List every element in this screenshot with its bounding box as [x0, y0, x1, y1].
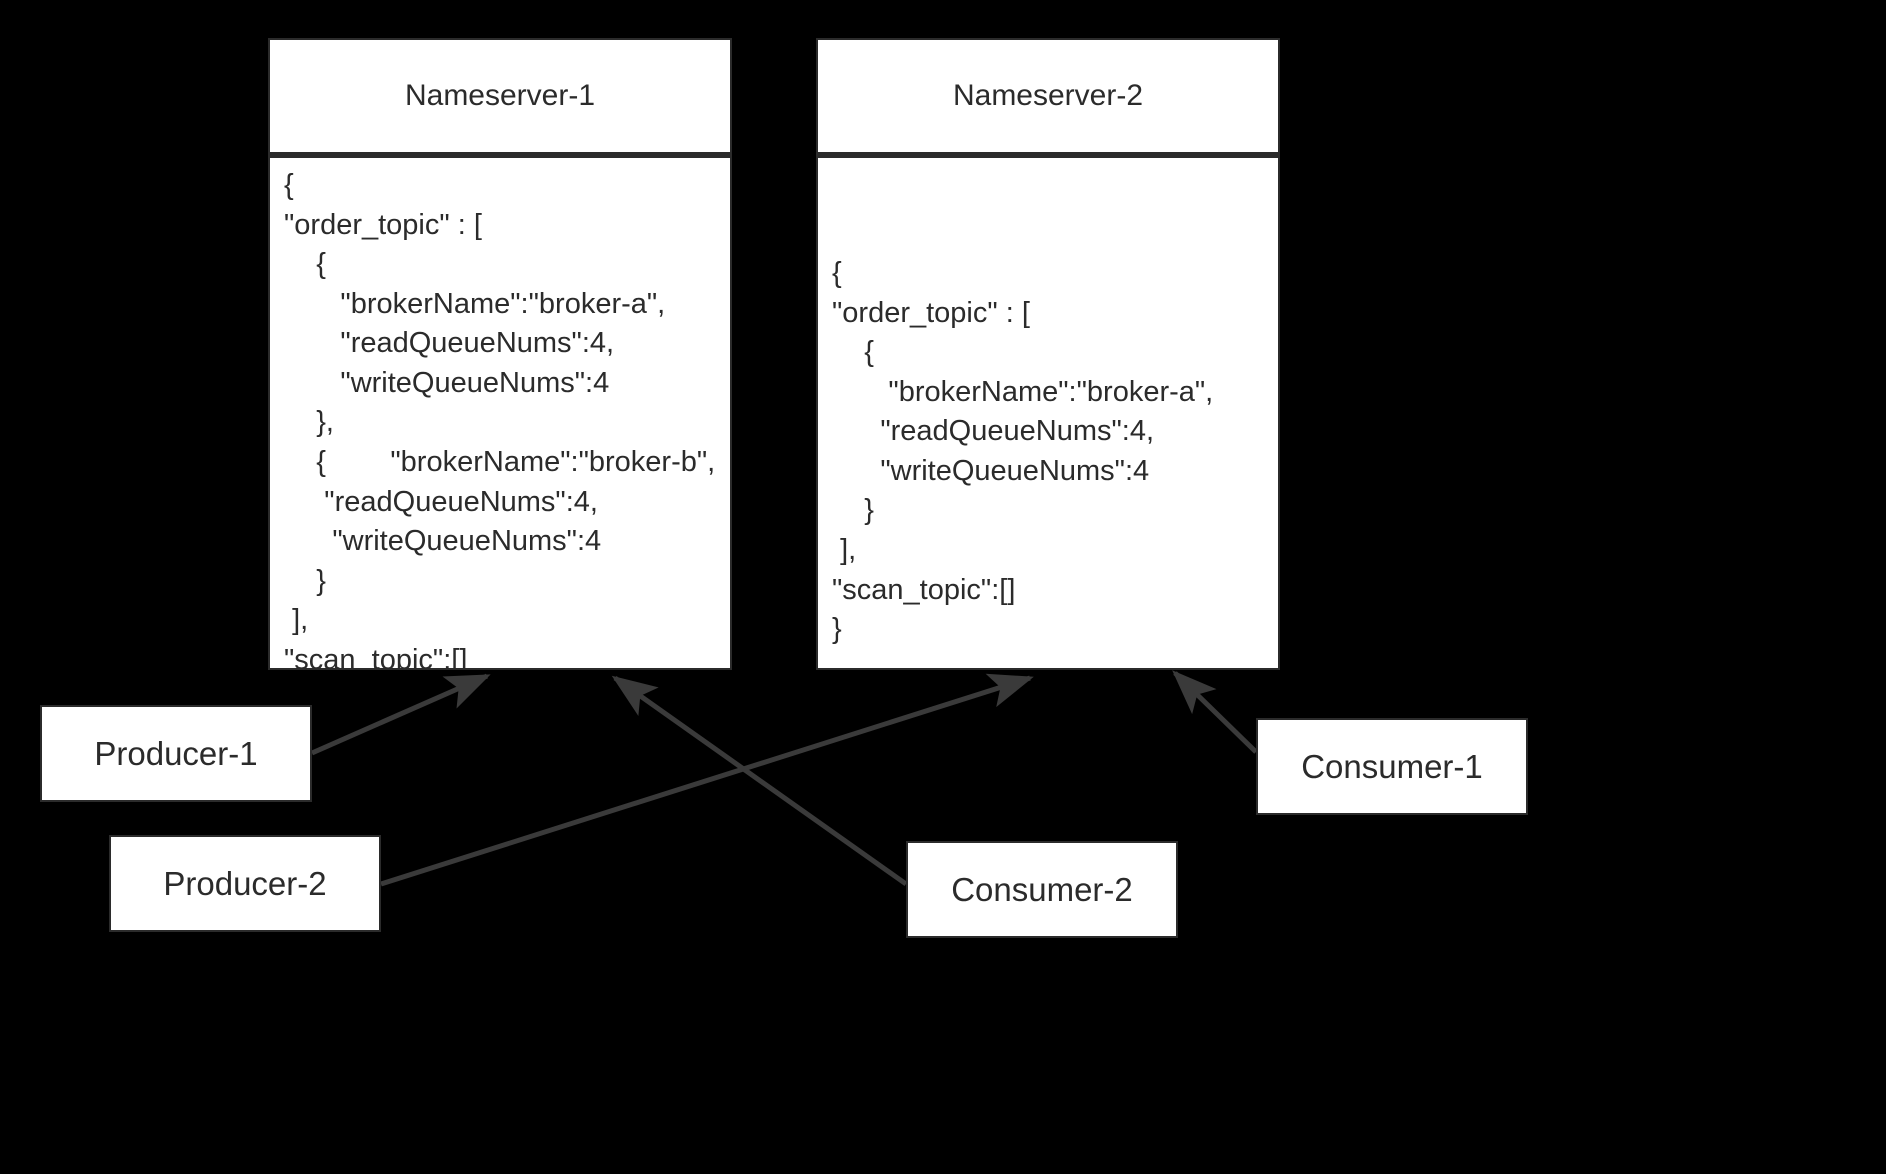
nameserver-2-route-json: { "order_topic" : [ { "brokerName":"brok…	[832, 257, 1214, 646]
edge-producer1-nameserver1	[310, 673, 491, 756]
edge-consumer2-nameserver1	[611, 675, 908, 887]
nameserver-2-node[interactable]: Nameserver-2 { "order_topic" : [ { "brok…	[816, 38, 1280, 670]
nameserver-1-body: { "order_topic" : [ { "brokerName":"brok…	[270, 158, 730, 668]
producer-1-node[interactable]: Producer-1	[40, 705, 312, 802]
edge-consumer1-nameserver2	[1172, 670, 1258, 754]
nameserver-1-route-json: { "order_topic" : [ { "brokerName":"brok…	[284, 169, 716, 668]
nameserver-1-node[interactable]: Nameserver-1 { "order_topic" : [ { "brok…	[268, 38, 732, 670]
nameserver-2-title: Nameserver-2	[818, 40, 1278, 158]
nameserver-2-body: { "order_topic" : [ { "brokerName":"brok…	[818, 158, 1278, 668]
consumer-1-node[interactable]: Consumer-1	[1256, 718, 1528, 815]
producer-2-node[interactable]: Producer-2	[109, 835, 381, 932]
nameserver-1-title: Nameserver-1	[270, 40, 730, 158]
consumer-2-node[interactable]: Consumer-2	[906, 841, 1178, 938]
